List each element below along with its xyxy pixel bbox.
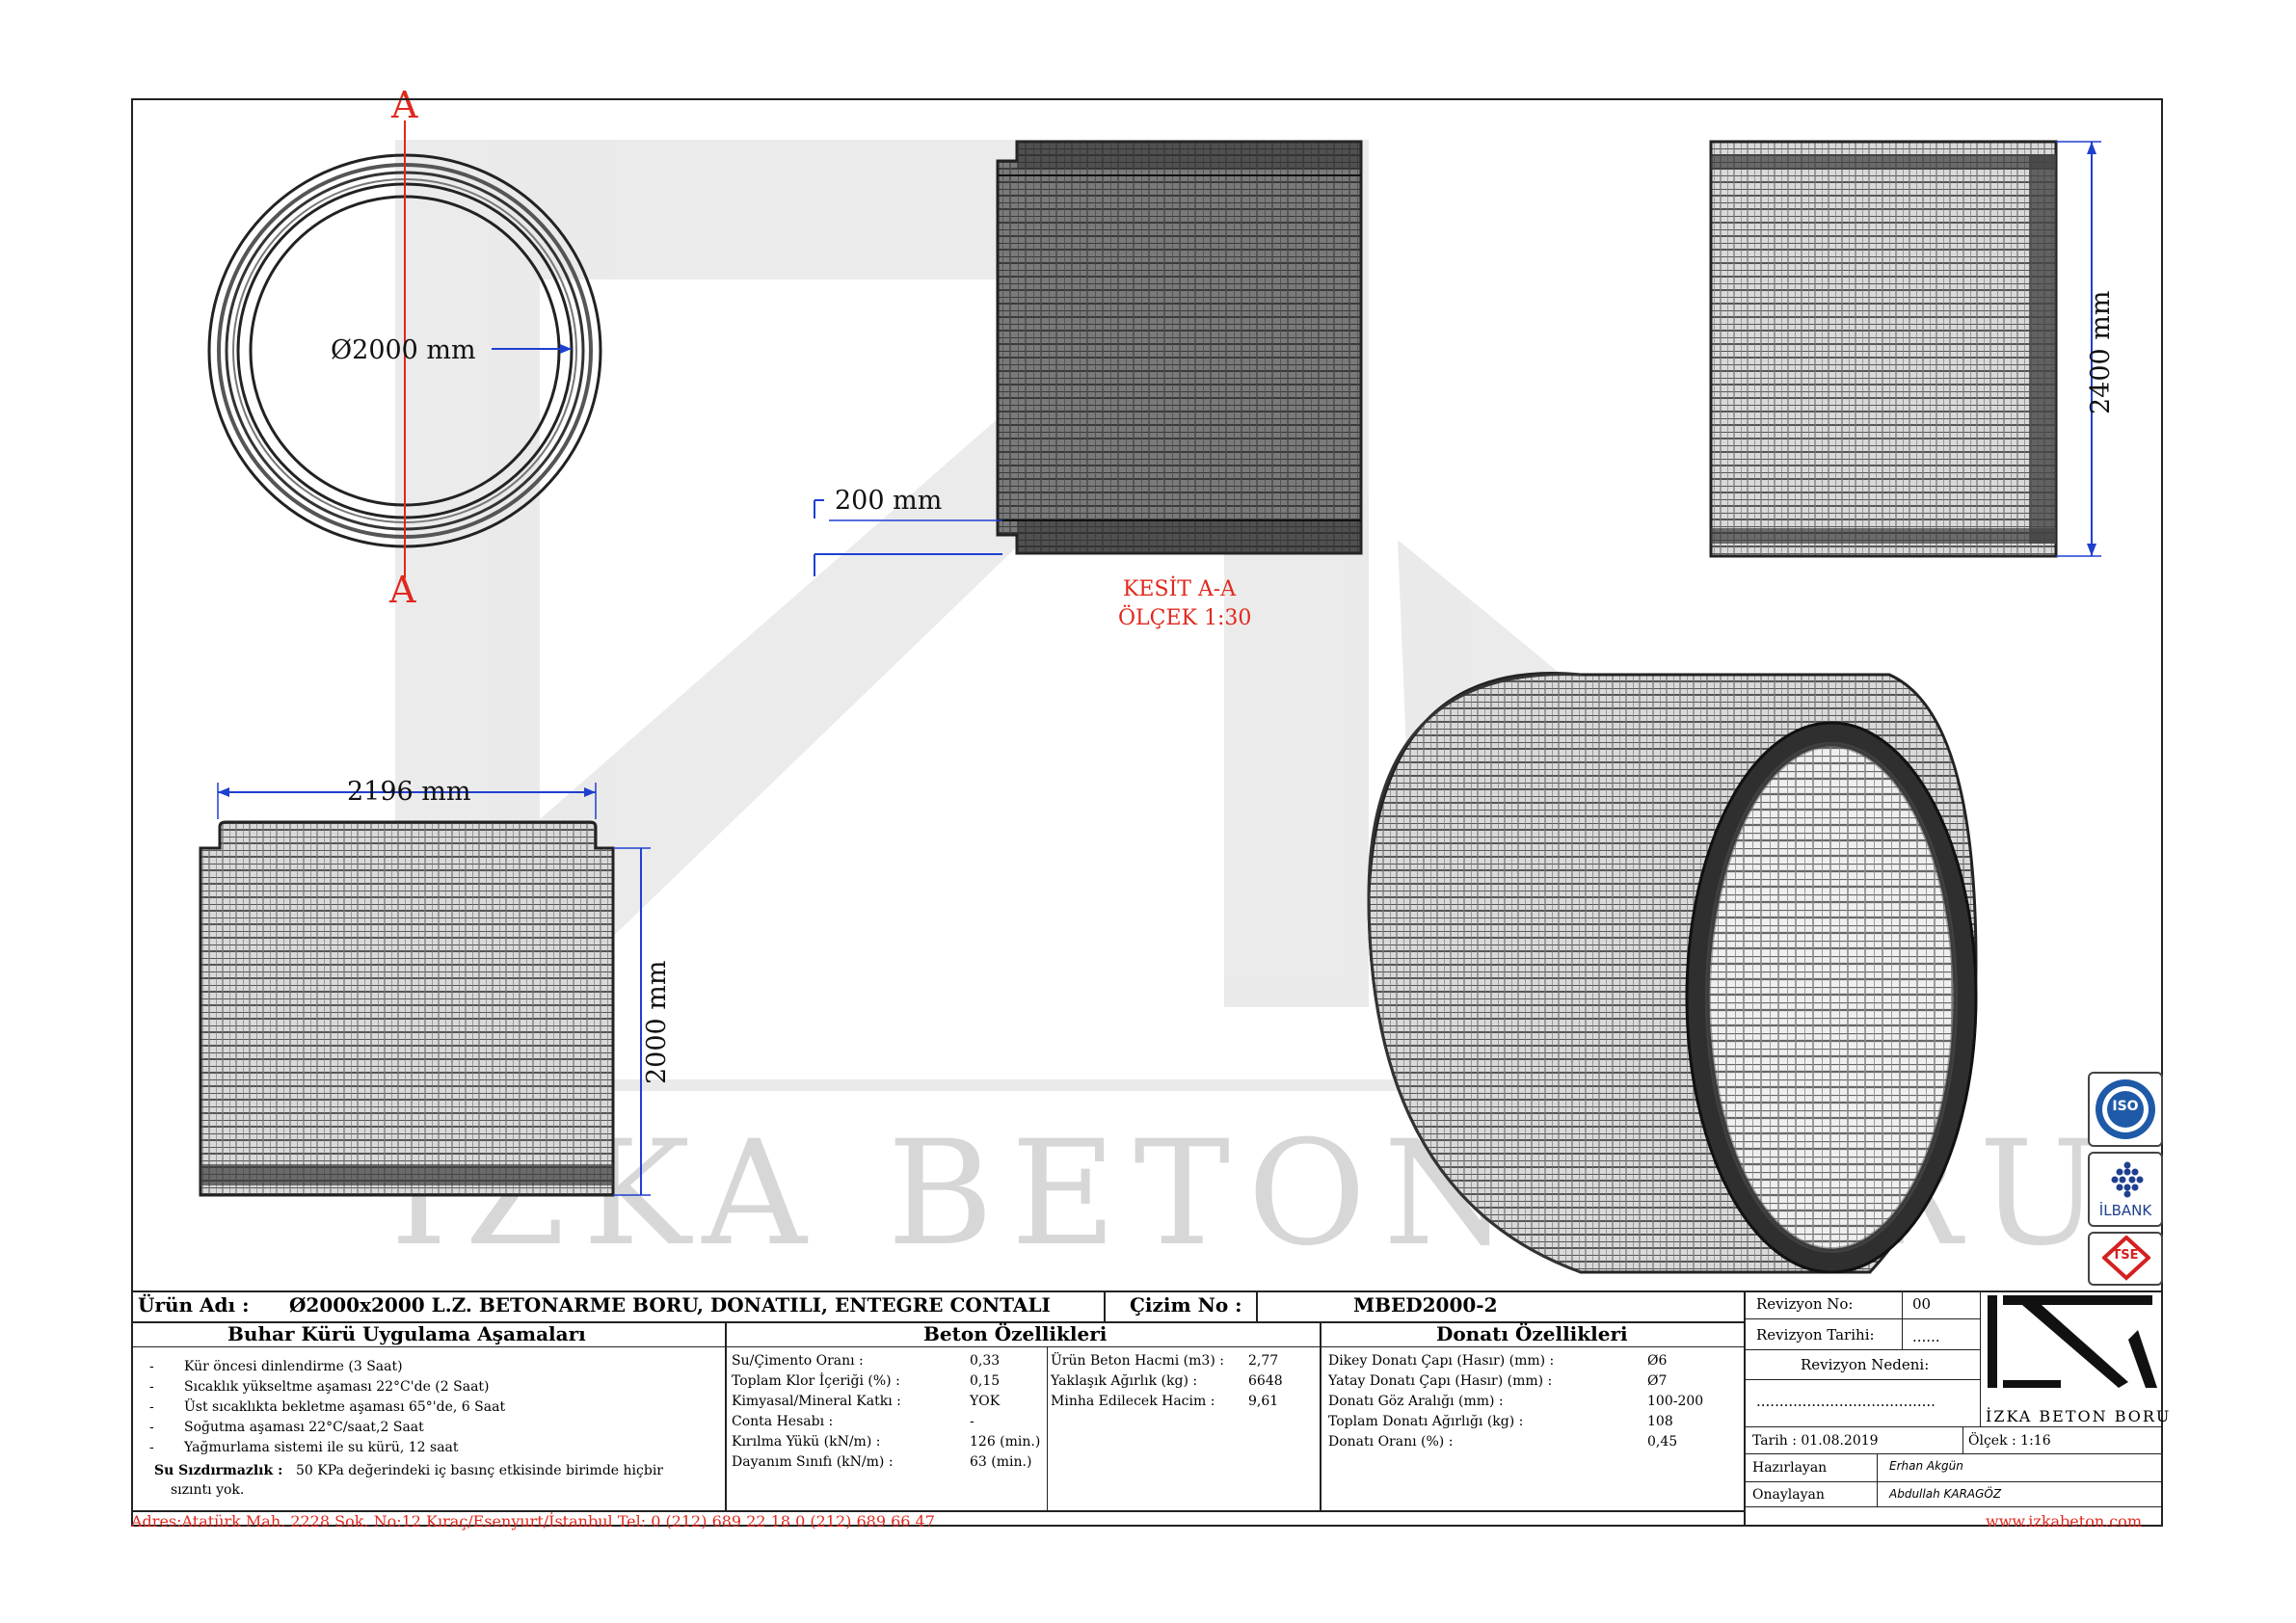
section-scale: ÖLÇEK 1:30 bbox=[1118, 604, 1251, 630]
rebar-value: Ø7 bbox=[1647, 1373, 1668, 1389]
side-view bbox=[1709, 140, 2101, 558]
section-mark-bottom: A bbox=[388, 569, 416, 611]
logo-text: İZKA BETON BORU bbox=[1986, 1407, 2172, 1425]
revision-no-label: Revizyon No: bbox=[1756, 1295, 1854, 1313]
pipe-3d-view bbox=[1367, 672, 1978, 1274]
revision-no: 00 bbox=[1912, 1295, 1932, 1313]
section-title: KESİT A-A bbox=[1123, 575, 1237, 601]
front-width-label: 2196 mm bbox=[347, 777, 471, 807]
iso-badge: ISO bbox=[2088, 1072, 2163, 1147]
section-dim-label: 200 mm bbox=[835, 486, 942, 516]
curing-step: Soğutma aşaması 22°C/saat,2 Saat bbox=[184, 1420, 424, 1435]
rebar-label: Donatı Oranı (%) : bbox=[1328, 1434, 1454, 1450]
concrete-label: Minha Edilecek Hacim : bbox=[1051, 1394, 1215, 1409]
section-mark-top: A bbox=[390, 84, 418, 126]
revision-date-label: Revizyon Tarihi: bbox=[1756, 1326, 1875, 1344]
top-view bbox=[207, 120, 602, 578]
scale: Ölçek : 1:16 bbox=[1968, 1433, 2051, 1449]
rebar-value: 108 bbox=[1647, 1414, 1673, 1429]
rebar-value: 0,45 bbox=[1647, 1434, 1678, 1450]
concrete-value: YOK bbox=[970, 1394, 1001, 1409]
curing-step: Yağmurlama sistemi ile su kürü, 12 saat bbox=[184, 1440, 459, 1455]
drawing-no-label: Çizim No : bbox=[1130, 1293, 1242, 1317]
concrete-value: 0,15 bbox=[970, 1373, 1001, 1389]
diameter-label: Ø2000 mm bbox=[331, 335, 476, 365]
footer-website[interactable]: www.izkabeton.com bbox=[1986, 1512, 2142, 1530]
tse-text: TSE bbox=[2112, 1248, 2139, 1263]
rebar-heading: Donatı Özellikleri bbox=[1436, 1322, 1628, 1345]
concrete-label: Dayanım Sınıfı (kN/m) : bbox=[732, 1454, 894, 1470]
leak-text-2: sızıntı yok. bbox=[171, 1482, 245, 1498]
concrete-label: Yaklaşık Ağırlık (kg) : bbox=[1051, 1373, 1198, 1389]
company-logo bbox=[1988, 1295, 2157, 1388]
ilbank-text: İLBANK bbox=[2098, 1202, 2152, 1219]
concrete-value: 0,33 bbox=[970, 1353, 1001, 1369]
curing-step: Kür öncesi dinlendirme (3 Saat) bbox=[184, 1359, 403, 1374]
drawing-frame bbox=[131, 98, 2163, 1527]
date: Tarih : 01.08.2019 bbox=[1752, 1433, 1879, 1449]
prepared-label: Hazırlayan bbox=[1752, 1460, 1828, 1476]
tse-badge: TSE bbox=[2088, 1232, 2163, 1286]
product-label: Ürün Adı : bbox=[138, 1293, 250, 1317]
concrete-value: 63 (min.) bbox=[970, 1454, 1032, 1470]
curing-step: Sıcaklık yükseltme aşaması 22°C'de (2 Sa… bbox=[184, 1379, 490, 1395]
concrete-label: Su/Çimento Oranı : bbox=[732, 1353, 864, 1369]
section-view bbox=[814, 140, 1363, 576]
rebar-value: 100-200 bbox=[1647, 1394, 1704, 1409]
revision-date: ...... bbox=[1912, 1328, 1940, 1345]
concrete-value: - bbox=[970, 1414, 974, 1429]
approved-label: Onaylayan bbox=[1752, 1487, 1825, 1503]
prepared-by: Erhan Akgün bbox=[1889, 1459, 1963, 1473]
front-height-label: 2000 mm bbox=[642, 960, 672, 1084]
leak-label: Su Sızdırmazlık : bbox=[154, 1463, 283, 1478]
curing-heading: Buhar Kürü Uygulama Aşamaları bbox=[227, 1322, 586, 1345]
rebar-label: Toplam Donatı Ağırlığı (kg) : bbox=[1328, 1414, 1524, 1429]
rebar-value: Ø6 bbox=[1647, 1353, 1668, 1369]
iso-text: ISO bbox=[2112, 1099, 2139, 1114]
concrete-label: Toplam Klor İçeriği (%) : bbox=[732, 1373, 900, 1389]
concrete-label: Conta Hesabı : bbox=[732, 1414, 834, 1429]
drawing-no: MBED2000-2 bbox=[1353, 1293, 1498, 1317]
curing-step: Üst sıcaklıkta bekletme aşaması 65°'de, … bbox=[184, 1399, 506, 1415]
side-dim-label: 2400 mm bbox=[2086, 290, 2116, 414]
concrete-label: Ürün Beton Hacmi (m3) : bbox=[1051, 1353, 1224, 1369]
ilbank-badge: İLBANK bbox=[2088, 1152, 2163, 1227]
concrete-value: 126 (min.) bbox=[970, 1434, 1041, 1450]
tse-icon bbox=[2102, 1236, 2150, 1281]
concrete-value: 2,77 bbox=[1248, 1353, 1279, 1369]
ilbank-icon bbox=[2111, 1161, 2144, 1198]
rebar-label: Yatay Donatı Çapı (Hasır) (mm) : bbox=[1328, 1373, 1553, 1389]
front-view bbox=[199, 783, 651, 1197]
rebar-label: Donatı Göz Aralığı (mm) : bbox=[1328, 1394, 1504, 1409]
concrete-value: 6648 bbox=[1248, 1373, 1283, 1389]
approved-by: Abdullah KARAGÖZ bbox=[1889, 1487, 2002, 1501]
footer-address: Adres:Atatürk Mah. 2228 Sok. No:12 Kıraç… bbox=[131, 1512, 935, 1530]
concrete-label: Kırılma Yükü (kN/m) : bbox=[732, 1434, 881, 1450]
concrete-value: 9,61 bbox=[1248, 1394, 1279, 1409]
concrete-heading: Beton Özellikleri bbox=[923, 1322, 1108, 1345]
product-name: Ø2000x2000 L.Z. BETONARME BORU, DONATILI… bbox=[289, 1293, 1051, 1317]
rebar-label: Dikey Donatı Çapı (Hasır) (mm) : bbox=[1328, 1353, 1555, 1369]
revision-reason-label: Revizyon Nedeni: bbox=[1801, 1356, 1930, 1373]
concrete-label: Kimyasal/Mineral Katkı : bbox=[732, 1394, 901, 1409]
revision-reason: ....................................... bbox=[1756, 1393, 1936, 1410]
leak-text-1: 50 KPa değerindeki iç basınç etkisinde b… bbox=[296, 1463, 663, 1478]
